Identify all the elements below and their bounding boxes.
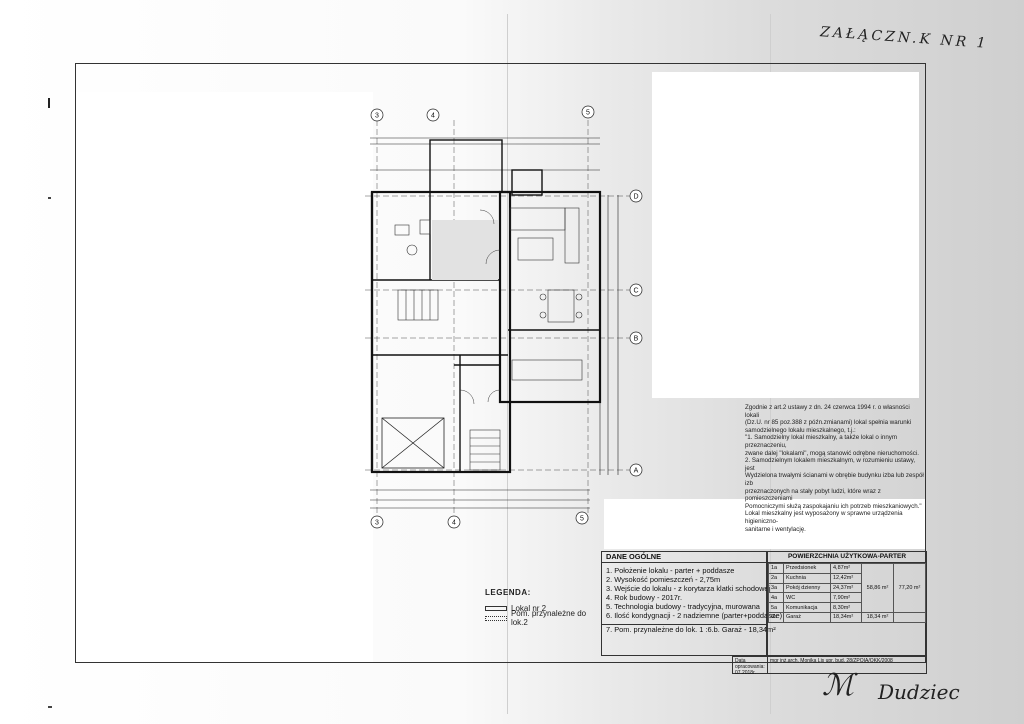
- drawing-frame: [75, 63, 926, 663]
- room-area: 8,30m²: [830, 602, 862, 613]
- legend-item: Lokal nr 2: [485, 603, 605, 613]
- room-name: Komunikacja: [783, 602, 831, 613]
- room-area: 4,87m²: [830, 563, 862, 574]
- room-number: 1a: [768, 563, 784, 574]
- punch-mark: [48, 197, 51, 199]
- punch-mark: [48, 706, 52, 708]
- room-area: 12,42m²: [830, 572, 862, 584]
- legend-item: Pom. przynależne do lok.2: [485, 609, 605, 627]
- note-line: Zgodnie z art.2 ustawy z dn. 24 czerwca …: [745, 404, 910, 419]
- room-area: 24,37m²: [830, 582, 862, 594]
- punch-mark: [48, 98, 50, 108]
- room-name: WC: [783, 592, 831, 604]
- redaction-block-title: [604, 499, 925, 549]
- floor-plan-drawing: 3 4 5 3 4 5 D C B A: [365, 105, 643, 529]
- axis-label-D: D: [633, 194, 638, 201]
- axis-label-C: C: [633, 288, 638, 295]
- general-data-item: 7. Pom. przynależne do lok. 1 :6.b. Gara…: [602, 624, 776, 635]
- designer-info: mgr inż.arch. Monika Lis upr. bud. 28/ZP…: [770, 658, 893, 664]
- general-data-item: 5. Technologia budowy - tradycyjna, muro…: [606, 601, 760, 611]
- axis-label-A: A: [634, 468, 639, 475]
- note-line: zwane dalej "lokalami", mogą stanowić od…: [745, 449, 919, 457]
- room-number: 4a: [768, 592, 784, 604]
- legend-item-label: Lokal nr 2: [511, 603, 547, 613]
- room-area: 18,34m²: [830, 611, 862, 623]
- legend-swatch: [485, 605, 507, 611]
- signature-left: ℳ: [822, 668, 855, 703]
- axis-label-5: 5: [586, 110, 590, 117]
- general-data-item: 4. Rok budowy - 2017r.: [606, 592, 683, 602]
- general-data-box: DANE OGÓLNE 1. Położenie lokalu - parter…: [601, 551, 783, 656]
- axis-label-5-bottom: 5: [580, 516, 584, 523]
- general-data-title: DANE OGÓLNE: [602, 552, 766, 563]
- room-number: 3a: [768, 582, 784, 594]
- area-table-title: POWIERZCHNIA UŻYTKOWA-PARTER: [768, 552, 926, 563]
- room-name: Pokój dzienny: [783, 582, 831, 594]
- axis-label-3-bottom: 3: [375, 520, 379, 527]
- room-number: 5a: [768, 602, 784, 613]
- room-number: 6a: [768, 611, 784, 623]
- date-value: 07.2018r.: [735, 670, 756, 676]
- note-line: Lokal mieszkalny jest wyposażony w spraw…: [745, 510, 903, 525]
- note-line: samodzielnego lokalu mieszkalnego, t.j.:: [745, 426, 856, 434]
- general-data-item: 3. Wejście do lokalu - z korytarza klatk…: [606, 583, 771, 593]
- note-line: Pomocniczymi służą zaspokajaniu ich potr…: [745, 502, 922, 510]
- axis-label-4-bottom: 4: [452, 520, 456, 527]
- axis-label-4: 4: [431, 113, 435, 120]
- table-row: 1a Przedsionek 4,87m² 58,86 m² 77,20 m²: [768, 563, 926, 613]
- note-line: (Dz.U. nr 85 poz.388 z późn.zmianami) lo…: [745, 419, 912, 427]
- subtotal-area: 58,86 m²: [861, 563, 894, 613]
- note-line: przeznaczonych na stały pobyt ludzi, któ…: [745, 487, 881, 503]
- room-area: 7,90m²: [830, 592, 862, 604]
- total-area: 77,20 m²: [893, 563, 926, 613]
- date-label: Data opracowania:: [735, 658, 765, 670]
- garage-total-area: 18,34 m²: [861, 611, 894, 623]
- general-data-item: 2. Wysokość pomieszczeń - 2,75m: [606, 574, 721, 584]
- area-table-grid: 1a Przedsionek 4,87m² 58,86 m² 77,20 m² …: [768, 563, 926, 623]
- general-data-item: 1. Położenie lokalu - parter + poddasze: [606, 566, 735, 575]
- area-table: POWIERZCHNIA UŻYTKOWA-PARTER 1a Przedsio…: [767, 551, 927, 656]
- paper-fold-line: [507, 14, 508, 714]
- redaction-block-right: [652, 72, 919, 398]
- room-number: 2a: [768, 572, 784, 584]
- title-block-footer: Data opracowania: 07.2018r. mgr inż.arch…: [732, 656, 927, 676]
- room-name: Garaż: [783, 611, 831, 623]
- room-name: Przedsionek: [783, 563, 831, 574]
- note-line: sanitarne i wentylację.: [745, 525, 806, 533]
- room-name: Kuchnia: [783, 572, 831, 584]
- axis-label-B: B: [634, 336, 639, 343]
- legend-item-label: Pom. przynależne do lok.2: [510, 609, 587, 627]
- note-line: 2. Samodzielnym lokalem mieszkalnym, w r…: [745, 457, 916, 472]
- note-line: "1. Samodzielny lokal mieszkalny, a takż…: [745, 434, 898, 449]
- legal-notes: Zgodnie z art.2 ustawy z dn. 24 czerwca …: [745, 404, 925, 533]
- table-row: 6a Garaż 18,34m² 18,34 m²: [768, 611, 926, 623]
- signature-right: Dudziec: [878, 680, 960, 704]
- redaction-block-left: [76, 92, 373, 662]
- legend-swatch: [485, 615, 507, 621]
- legend-title: LEGENDA:: [485, 588, 531, 597]
- legend: LEGENDA: Lokal nr 2 Pom. przynależne do …: [485, 588, 605, 627]
- note-line: Wydzielona trwałymi ścianami w obrębie b…: [745, 472, 924, 487]
- general-data-item: 6. Ilość kondygnacji - 2 nadziemne (part…: [606, 610, 783, 620]
- axis-label-3: 3: [375, 113, 379, 120]
